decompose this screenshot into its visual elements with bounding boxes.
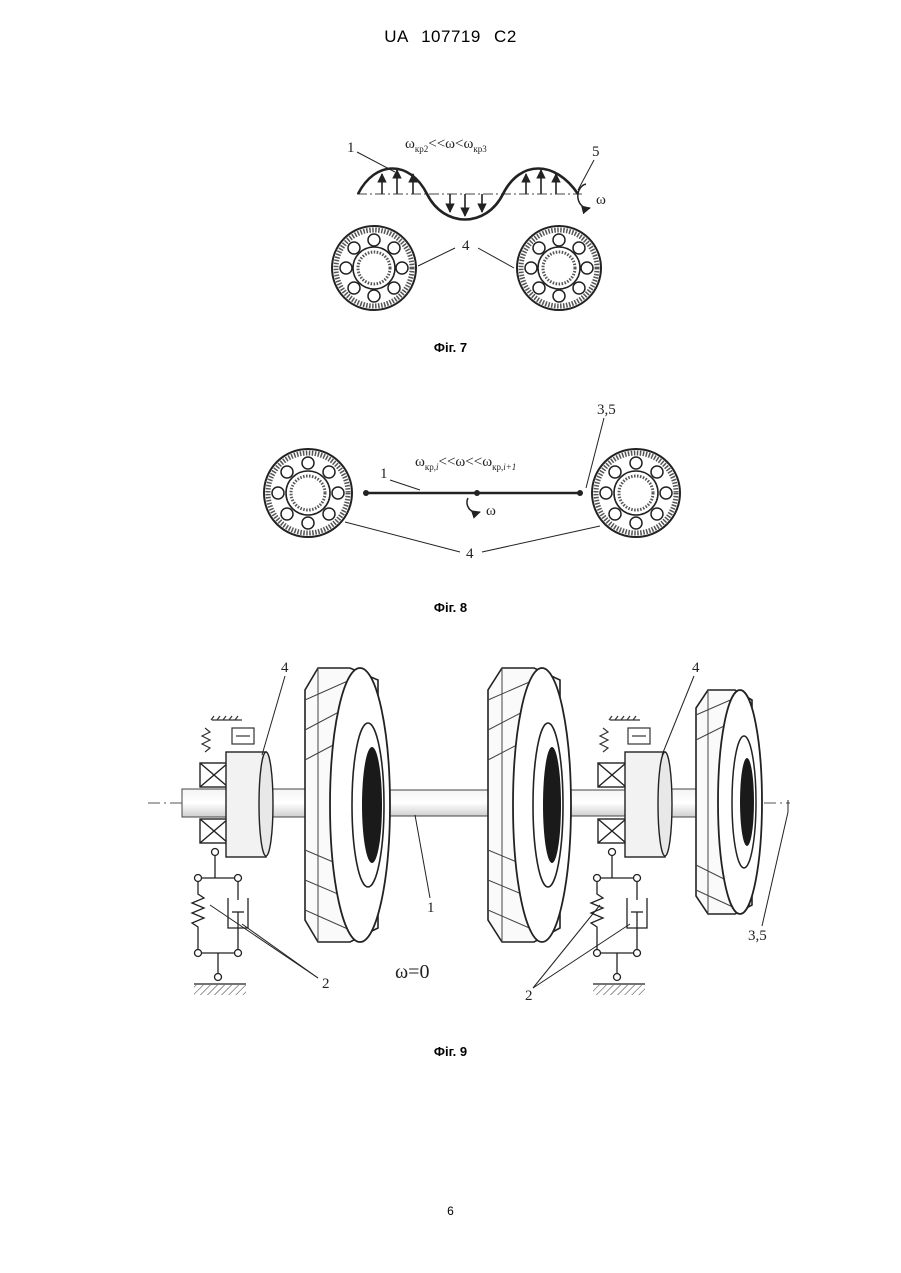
figure-8: ωкр,i<<ω<<ωкр,i+1 1 ω 3,5 4: [0, 400, 901, 580]
fig9-label-35: 3,5: [748, 928, 767, 944]
fig9-collar-right: [625, 752, 672, 857]
fig9-collar-left: [226, 752, 273, 857]
fig8-omega: ω: [486, 503, 496, 519]
fig9-label-2-right: 2: [525, 988, 533, 1004]
fig7-bearing-right: [517, 226, 601, 310]
fig7-force-arrows: [382, 170, 556, 216]
fig8-formula: ωкр,i<<ω<<ωкр,i+1: [415, 454, 516, 472]
fig8-label-35: 3,5: [597, 402, 616, 418]
fig8-bearing-left: [264, 449, 352, 537]
fig7-label-4: 4: [462, 238, 470, 254]
fig7-rotation-arrow: [578, 184, 590, 208]
page-number: 6: [0, 1204, 901, 1218]
fig9-formula: ω=0: [395, 961, 429, 983]
fig8-label-1: 1: [380, 466, 388, 482]
fig9-label-2-left: 2: [322, 976, 330, 992]
patent-header: UA 107719 C2: [0, 27, 901, 47]
fig9-support-left: [192, 849, 248, 996]
fig7-caption: Фіг. 7: [0, 340, 901, 355]
figure-9: 4 4 1 3,5 2 2 ω=0: [0, 640, 901, 1040]
fig9-label-4-right: 4: [692, 660, 700, 676]
fig9-label-4-left: 4: [281, 660, 289, 676]
fig7-formula: ωкр2<<ω<ωкр3: [405, 136, 487, 154]
fig9-label-1: 1: [427, 900, 435, 916]
fig8-bearing-right: [592, 449, 680, 537]
fig8-rotation-arrow: [467, 498, 480, 512]
fig9-impeller-2: [488, 668, 571, 942]
fig8-caption: Фіг. 8: [0, 600, 901, 615]
fig9-shaft-left: [182, 789, 227, 817]
fig7-label-5: 5: [592, 144, 600, 160]
fig8-label-4: 4: [466, 546, 474, 562]
fig9-impeller-3: [696, 690, 762, 914]
fig7-bearing-left: [332, 226, 416, 310]
fig9-impeller-1: [305, 668, 390, 942]
fig9-support-right: [591, 849, 647, 996]
fig9-top-damper-left: [202, 716, 254, 752]
fig9-caption: Фіг. 9: [0, 1044, 901, 1059]
fig9-top-damper-right: [600, 716, 650, 752]
fig7-label-1: 1: [347, 140, 355, 156]
fig7-omega: ω: [596, 192, 606, 208]
